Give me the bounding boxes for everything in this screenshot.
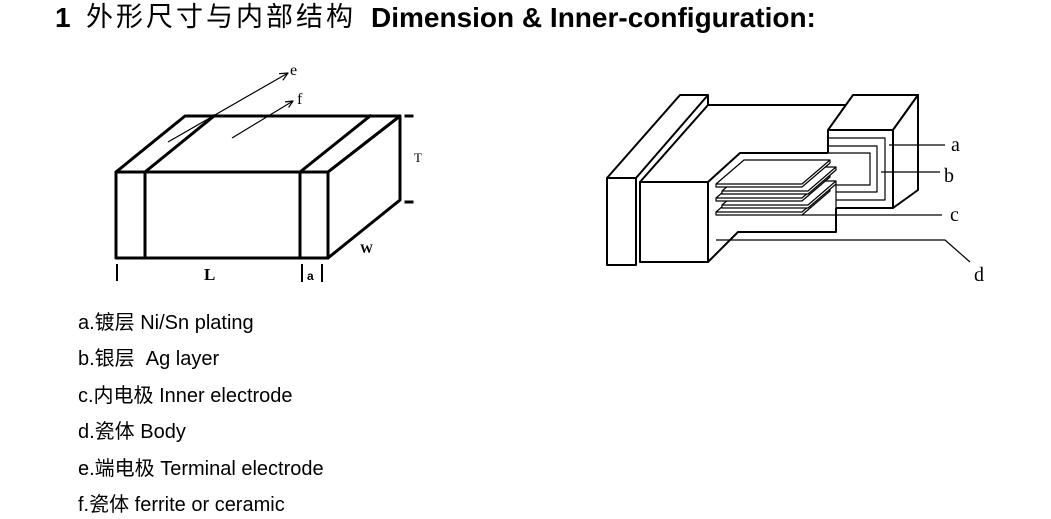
label-thickness: T: [414, 150, 422, 165]
inner-electrode-stack: [715, 159, 837, 216]
silver-layer-inner-outline: [828, 145, 878, 193]
dimension-length: [116, 264, 323, 282]
label-electrode-band: a: [307, 269, 314, 283]
body-top-front-edge: [639, 104, 709, 183]
plating-layer-inner-outline: [828, 137, 886, 201]
arrow-f: [231, 100, 294, 139]
body-contact-outline: [828, 152, 871, 208]
legend-item-d: d.瓷体 Body: [78, 421, 186, 444]
legend-item-b: b.银层 Ag layer: [78, 348, 220, 371]
legend-item-e: e.端电极 Terminal electrode: [78, 457, 324, 480]
right-end-terminal: [827, 94, 919, 209]
inner-configuration-drawing: a b c d: [606, 94, 984, 286]
left-terminal-electrode: [142, 113, 217, 260]
callouts: a b c d: [716, 134, 984, 286]
chip-front-face: [114, 170, 330, 260]
body-cut-top-edge: [707, 152, 828, 183]
section-heading: 1 外形尺寸与内部结构 Dimension & Inner-configurat…: [0, 0, 1051, 36]
callout-d-leader: [716, 239, 971, 263]
label-f: f: [297, 91, 303, 108]
left-electrode-top-edge: [142, 113, 217, 175]
legend-list: a.镀层 Ni/Sn plating b.银层 Ag layer c.内电极 I…: [78, 311, 324, 517]
legend-item-c: c.内电极 Inner electrode: [78, 384, 293, 407]
arrow-f-head: [284, 100, 294, 108]
left-end-terminal: [606, 94, 709, 266]
arrow-f-shaft: [231, 100, 294, 139]
right-electrode-top-edge: [297, 113, 373, 175]
label-length: L: [204, 265, 215, 284]
chip-body-outline: [114, 114, 402, 260]
section-title-english: Dimension & Inner-configuration:: [371, 2, 816, 33]
label-width: W: [360, 241, 373, 256]
inner-electrode-plate: [715, 159, 831, 188]
arrow-e: [167, 72, 289, 143]
callout-b-label: b: [944, 165, 954, 187]
arrow-e-head: [278, 72, 289, 81]
callout-a-label: a: [951, 134, 960, 156]
arrow-e-shaft: [167, 72, 289, 143]
callout-d-label: d: [974, 264, 984, 286]
plate-edge: [722, 180, 837, 206]
chip-side-face: [326, 114, 402, 260]
section-number: 1: [55, 2, 71, 33]
callout-c-label: c: [950, 204, 959, 226]
plating-layer-outer-outline: [828, 129, 894, 209]
section-title-chinese: 外形尺寸与内部结构: [86, 2, 356, 33]
dimension-thickness: [404, 114, 414, 204]
plate-edge: [722, 166, 837, 192]
legend-item-f: f.瓷体 ferrite or ceramic: [78, 493, 285, 516]
body-cut-bottom-edge: [707, 208, 837, 263]
body-front-face: [639, 181, 709, 263]
left-terminal-front-face: [606, 177, 637, 266]
left-terminal-top-face: [606, 94, 709, 179]
chip-dimension-drawing: e f T L a W: [114, 62, 422, 284]
legend-item-a: a.镀层 Ni/Sn plating: [78, 312, 254, 334]
right-terminal-electrode: [297, 113, 373, 260]
plate-edge: [716, 159, 831, 185]
ceramic-body: [639, 104, 846, 263]
label-e: e: [290, 62, 297, 79]
